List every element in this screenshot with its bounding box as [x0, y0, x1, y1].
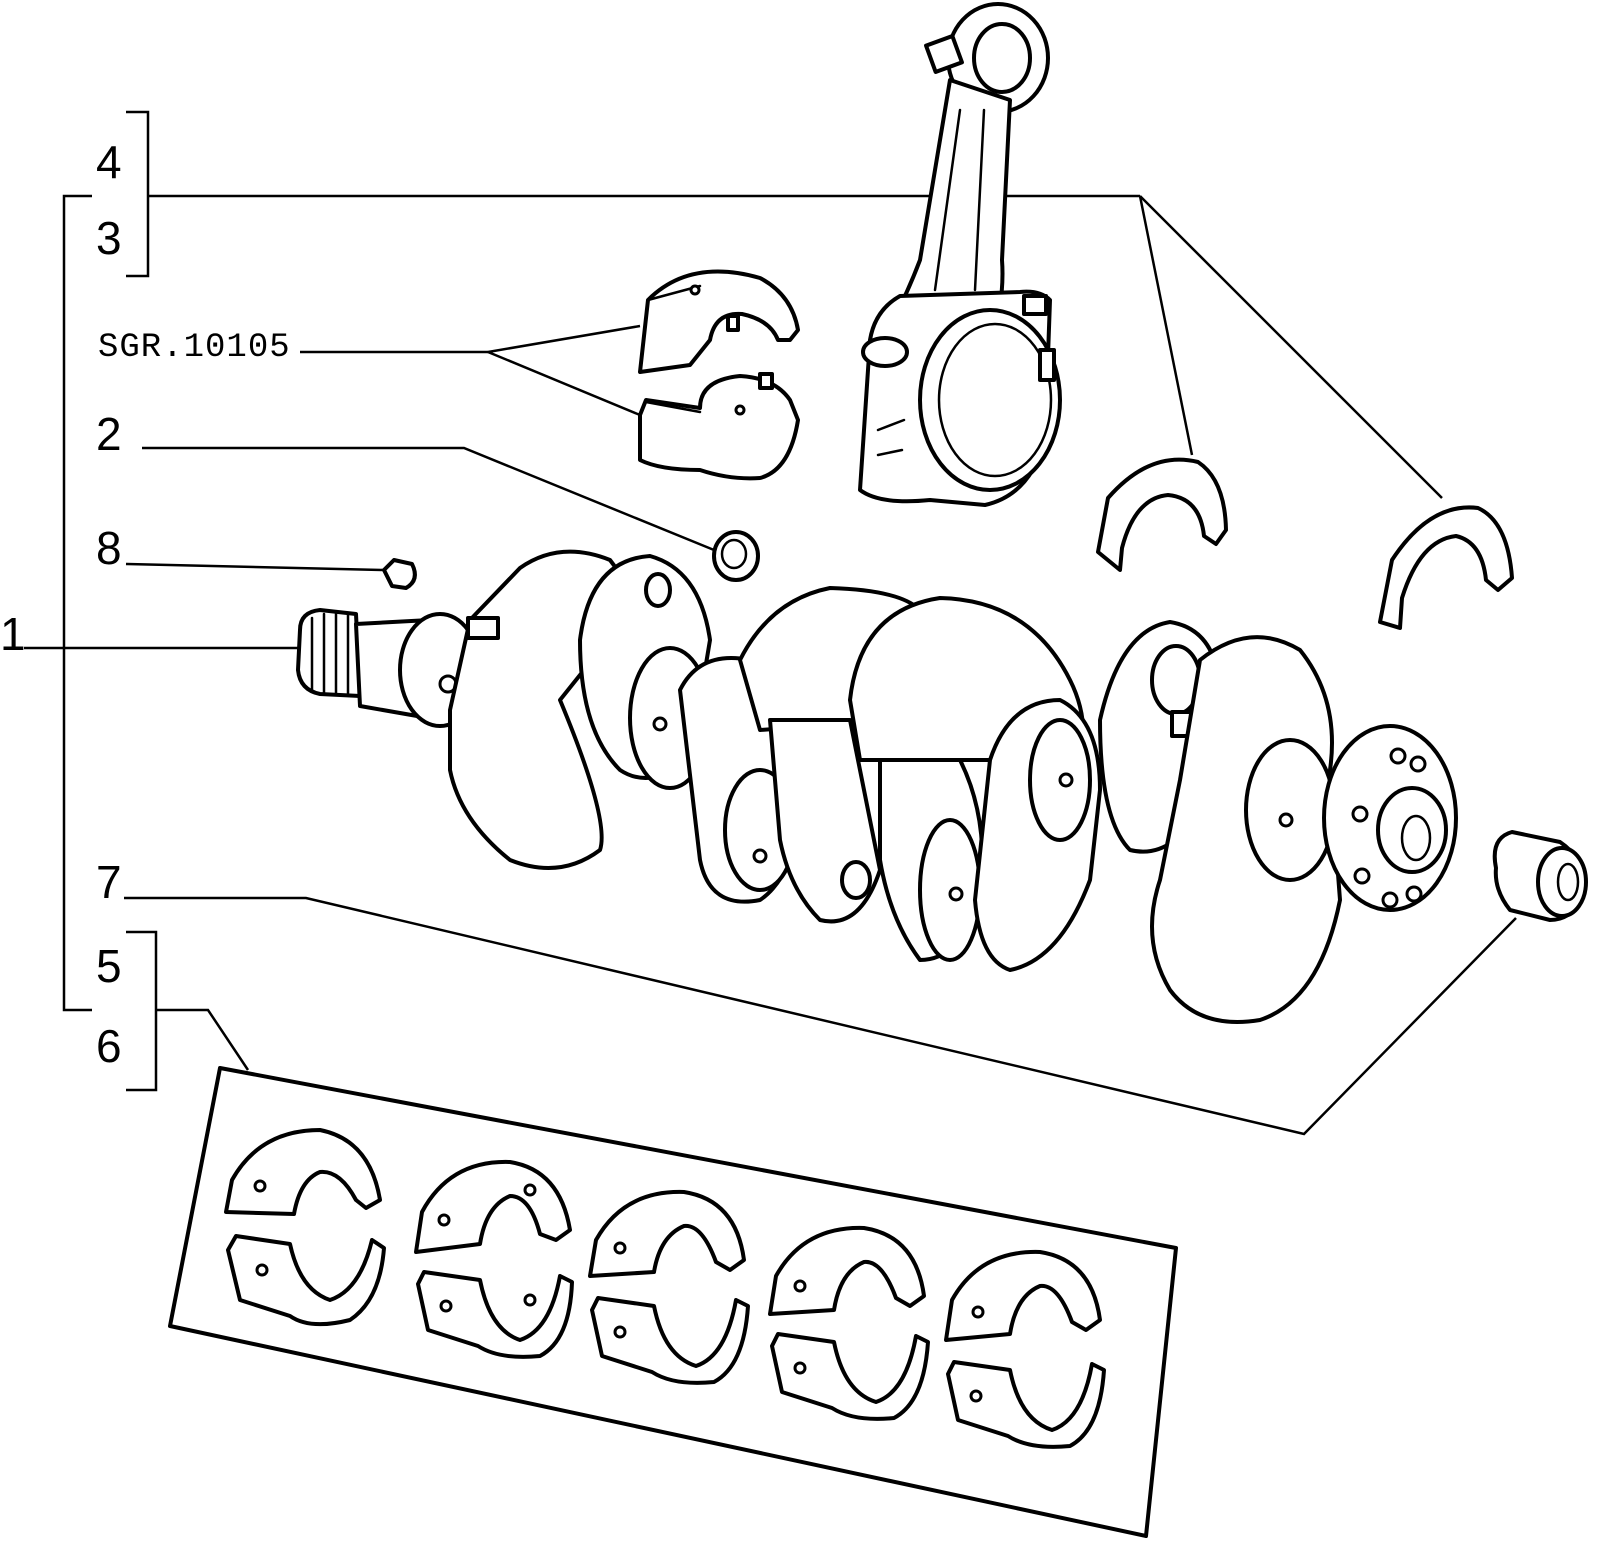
woodruff-key — [382, 558, 417, 590]
main-bearing-5 — [944, 1249, 1106, 1449]
main-bearing-1 — [224, 1128, 386, 1327]
thrust-washer-left — [1096, 457, 1228, 572]
callout-7: 7 — [96, 856, 122, 908]
main-bearing-set — [168, 1066, 1178, 1538]
rod-bearing-shells — [638, 269, 800, 481]
callout-2: 2 — [96, 408, 122, 460]
thrust-washer-right — [1378, 505, 1514, 630]
crankshaft-plug — [712, 530, 760, 582]
connecting-rod — [858, 2, 1062, 507]
main-bearing-2 — [414, 1159, 574, 1359]
callout-6: 6 — [96, 1020, 122, 1072]
callout-3: 3 — [96, 212, 122, 264]
main-bearing-4 — [768, 1225, 930, 1421]
callout-5: 5 — [96, 940, 122, 992]
leader-lines — [24, 194, 1517, 1136]
pilot-bushing — [1492, 830, 1588, 922]
callout-1: 1 — [0, 608, 26, 660]
callout-4: 4 — [96, 136, 122, 188]
reference-code-label: SGR.10105 — [98, 329, 291, 367]
main-bearing-3 — [588, 1189, 750, 1385]
callout-8: 8 — [96, 522, 122, 574]
crankshaft — [296, 549, 1458, 1024]
